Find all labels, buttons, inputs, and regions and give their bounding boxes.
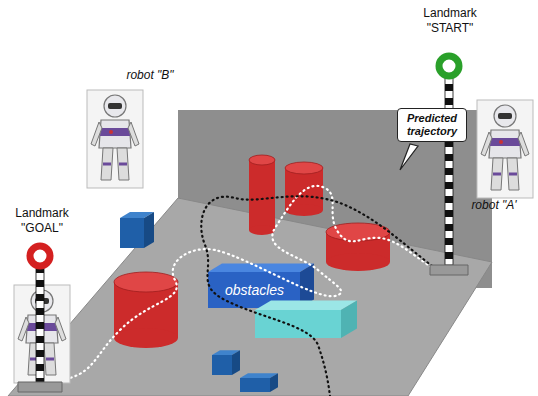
box-obstacle [212, 350, 240, 375]
cylinder-obstacle [285, 162, 323, 216]
obstacle-box: obstacles [220, 280, 289, 300]
callout-bubble: Predicted trajectory [397, 108, 467, 142]
cylinder-obstacle [249, 155, 275, 235]
cylinder-obstacle [114, 272, 178, 348]
landmark-label: Landmark "GOAL" [9, 206, 75, 236]
node-text: obstacles [224, 282, 285, 298]
node-text: Predicted trajectory [403, 112, 461, 138]
robot-label: robot "A' [459, 198, 529, 213]
box-obstacle [120, 212, 154, 248]
cylinder-obstacle [326, 223, 390, 271]
robot-label: robot "B" [115, 68, 185, 83]
landmark-label: Landmark "START" [417, 6, 483, 36]
box-obstacle [240, 373, 278, 392]
